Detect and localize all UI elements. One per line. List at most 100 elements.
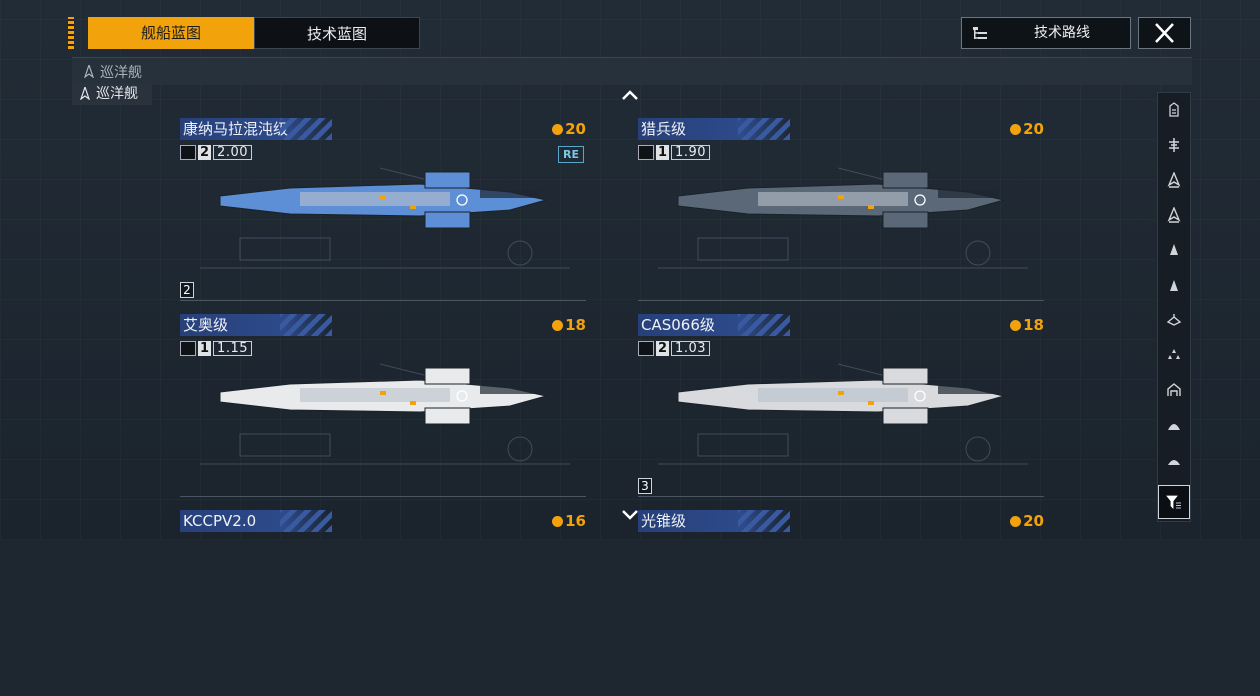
frigate-icon bbox=[1170, 280, 1178, 291]
filter-header[interactable]: 巡洋舰 bbox=[84, 62, 142, 82]
filter-icon bbox=[1166, 495, 1181, 509]
tech-route-button[interactable]: 技术路线 bbox=[961, 17, 1131, 49]
sidebar-item-fighter[interactable] bbox=[1158, 338, 1190, 372]
sidebar-item-battleship[interactable] bbox=[1158, 128, 1190, 162]
ship-count: 2 bbox=[198, 145, 212, 160]
sidebar-item-destroyer[interactable] bbox=[1158, 233, 1190, 267]
cost-icon bbox=[552, 124, 564, 135]
sidebar-item-hangar[interactable] bbox=[1158, 373, 1190, 407]
ship-type-icon bbox=[638, 145, 654, 160]
ship-cost-value: 20 bbox=[565, 120, 586, 138]
cruiser-class-icon bbox=[80, 87, 90, 100]
cost-icon bbox=[552, 320, 564, 331]
sidebar-filter-button[interactable] bbox=[1158, 485, 1190, 519]
sidebar-item-frigate[interactable] bbox=[1158, 268, 1190, 302]
ship-cost-value: 16 bbox=[565, 512, 586, 530]
fighter-group-icon bbox=[1168, 349, 1180, 359]
cost-icon bbox=[1010, 320, 1022, 331]
close-icon bbox=[1155, 23, 1174, 43]
accent-stripe bbox=[68, 17, 74, 49]
ship-count: 1 bbox=[656, 145, 670, 160]
hangar-icon bbox=[1167, 383, 1181, 396]
ship-cost-value: 20 bbox=[1023, 120, 1044, 138]
ship-cost-value: 18 bbox=[565, 316, 586, 334]
blueprint-baseline bbox=[638, 300, 1044, 301]
ship-cost: 16 bbox=[552, 512, 586, 530]
top-bar: 舰船蓝图 技术蓝图 技术路线 bbox=[68, 17, 1192, 49]
ship-count: 2 bbox=[656, 341, 670, 356]
title-stripes bbox=[280, 314, 332, 336]
ship-blueprint-image bbox=[658, 167, 1028, 269]
title-stripes bbox=[280, 510, 332, 532]
cruiser-icon bbox=[1167, 207, 1181, 223]
ship-type-icon bbox=[180, 145, 196, 160]
ship-cost-value: 18 bbox=[1023, 316, 1044, 334]
ship-cost: 18 bbox=[552, 316, 586, 334]
sidebar-item-station[interactable] bbox=[1158, 443, 1190, 477]
title-stripes bbox=[738, 314, 790, 336]
ship-ratio: 1.90 bbox=[671, 145, 710, 160]
filter-chip-cruiser[interactable]: 巡洋舰 bbox=[72, 83, 152, 105]
background-grid bbox=[0, 0, 1260, 540]
blueprint-baseline bbox=[638, 496, 1044, 497]
title-stripes bbox=[738, 118, 790, 140]
sidebar-item-battlecruiser[interactable] bbox=[1158, 163, 1190, 197]
tree-list-icon bbox=[973, 27, 987, 39]
ship-cost: 20 bbox=[1010, 120, 1044, 138]
ship-blueprint-image bbox=[200, 167, 570, 269]
battleship-icon bbox=[1169, 138, 1179, 152]
ship-cost-value: 20 bbox=[1023, 512, 1044, 530]
ship-ratio: 1.03 bbox=[671, 341, 710, 356]
ship-ratio: 2.00 bbox=[213, 145, 252, 160]
sidebar-item-aux[interactable] bbox=[1158, 408, 1190, 442]
filter-chip-label: 巡洋舰 bbox=[96, 86, 138, 102]
title-stripes bbox=[280, 118, 332, 140]
page-number: 3 bbox=[638, 478, 652, 494]
re-badge: RE bbox=[558, 146, 584, 163]
tab-ship-blueprint[interactable]: 舰船蓝图 bbox=[88, 17, 254, 49]
scroll-up-icon[interactable] bbox=[619, 88, 641, 102]
battlecruiser-icon bbox=[1167, 172, 1181, 188]
ship-cost: 18 bbox=[1010, 316, 1044, 334]
ship-type-icon bbox=[638, 341, 654, 356]
tech-route-label: 技术路线 bbox=[1034, 25, 1090, 41]
page-number: 2 bbox=[180, 282, 194, 298]
sidebar-item-corvette[interactable] bbox=[1158, 303, 1190, 337]
ship-class-sidebar bbox=[1157, 92, 1191, 522]
sidebar-item-cruiser[interactable] bbox=[1158, 198, 1190, 232]
blueprint-baseline bbox=[180, 496, 586, 497]
ship-type-icon bbox=[180, 341, 196, 356]
ship-ratio: 1.15 bbox=[213, 341, 252, 356]
close-button[interactable] bbox=[1138, 17, 1191, 49]
scroll-down-icon[interactable] bbox=[619, 508, 641, 522]
cost-icon bbox=[552, 516, 564, 527]
blueprint-baseline bbox=[180, 300, 586, 301]
ship-blueprint-image bbox=[200, 363, 570, 465]
dome-icon bbox=[1168, 424, 1180, 430]
ship-count: 1 bbox=[198, 341, 212, 356]
ship-cost: 20 bbox=[552, 120, 586, 138]
carrier-icon bbox=[1169, 102, 1179, 117]
sidebar-item-carrier[interactable] bbox=[1158, 93, 1190, 127]
cost-icon bbox=[1010, 124, 1022, 135]
cost-icon bbox=[1010, 516, 1022, 527]
ship-cost: 20 bbox=[1010, 512, 1044, 530]
cruiser-class-icon bbox=[84, 65, 94, 78]
filter-bar bbox=[72, 57, 1192, 85]
filter-header-label: 巡洋舰 bbox=[100, 65, 142, 81]
station-icon bbox=[1168, 460, 1180, 467]
ship-blueprint-image bbox=[658, 363, 1028, 465]
destroyer-icon bbox=[1169, 244, 1179, 257]
tab-tech-blueprint[interactable]: 技术蓝图 bbox=[254, 17, 420, 49]
title-stripes bbox=[738, 510, 790, 532]
